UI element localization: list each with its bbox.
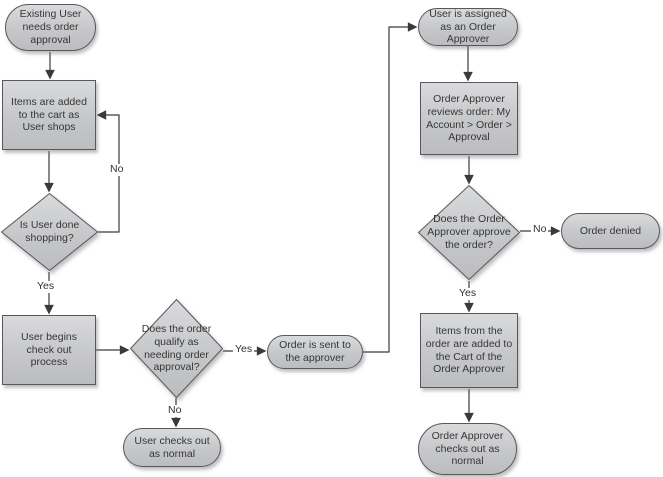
diamond-shape <box>417 184 521 281</box>
node-label: Order Approver checks out as normal <box>431 429 504 468</box>
node-order-sent-terminator: Order is sent to the approver <box>267 335 363 369</box>
node-label: Existing User needs order approval <box>19 8 82 46</box>
node-label: Order denied <box>579 224 642 237</box>
node-label: Does the Order Approver approve the orde… <box>427 213 511 251</box>
edge-label-yes: Yes <box>233 343 255 356</box>
edge-label-yes: Yes <box>457 287 479 300</box>
node-order-qualify-decision: Does the order qualify as needing order … <box>129 298 224 399</box>
node-label: Order is sent to the approver <box>279 339 351 364</box>
edge-label-no: No <box>108 163 126 176</box>
node-label: Is User done shopping? <box>19 219 80 244</box>
node-start-terminator: Existing User needs order approval <box>5 4 96 51</box>
node-approver-reviews-process: Order Approver reviews order: My Account… <box>420 82 518 155</box>
diamond-shape <box>0 192 99 272</box>
node-approve-order-decision: Does the Order Approver approve the orde… <box>417 184 521 281</box>
node-checkout-normal-terminator: User checks out as normal <box>123 428 221 467</box>
edge-label-yes: Yes <box>35 280 57 293</box>
node-label: User is assigned as an Order Approver <box>429 7 507 46</box>
node-approver-checkout-terminator: Order Approver checks out as normal <box>418 423 517 475</box>
node-items-to-approver-process: Items from the order are added to the Ca… <box>420 313 518 388</box>
node-label: Items are added to the cart as User shop… <box>11 95 87 134</box>
node-label: User begins check out process <box>20 330 78 369</box>
node-done-shopping-decision: Is User done shopping? <box>0 192 99 272</box>
node-label: User checks out as normal <box>134 434 210 460</box>
node-assigned-approver-terminator: User is assigned as an Order Approver <box>418 8 518 46</box>
node-label: Order Approver reviews order: My Account… <box>426 92 512 144</box>
diamond-shape <box>129 298 224 399</box>
node-label: Items from the order are added to the Ca… <box>425 324 513 376</box>
node-label: Does the order qualify as needing order … <box>141 322 212 374</box>
node-order-denied-terminator: Order denied <box>561 213 660 249</box>
edge-label-no: No <box>531 223 549 236</box>
edge-label-no: No <box>166 404 184 417</box>
node-items-added-process: Items are added to the cart as User shop… <box>2 80 96 150</box>
node-begin-checkout-process: User begins check out process <box>2 315 96 385</box>
